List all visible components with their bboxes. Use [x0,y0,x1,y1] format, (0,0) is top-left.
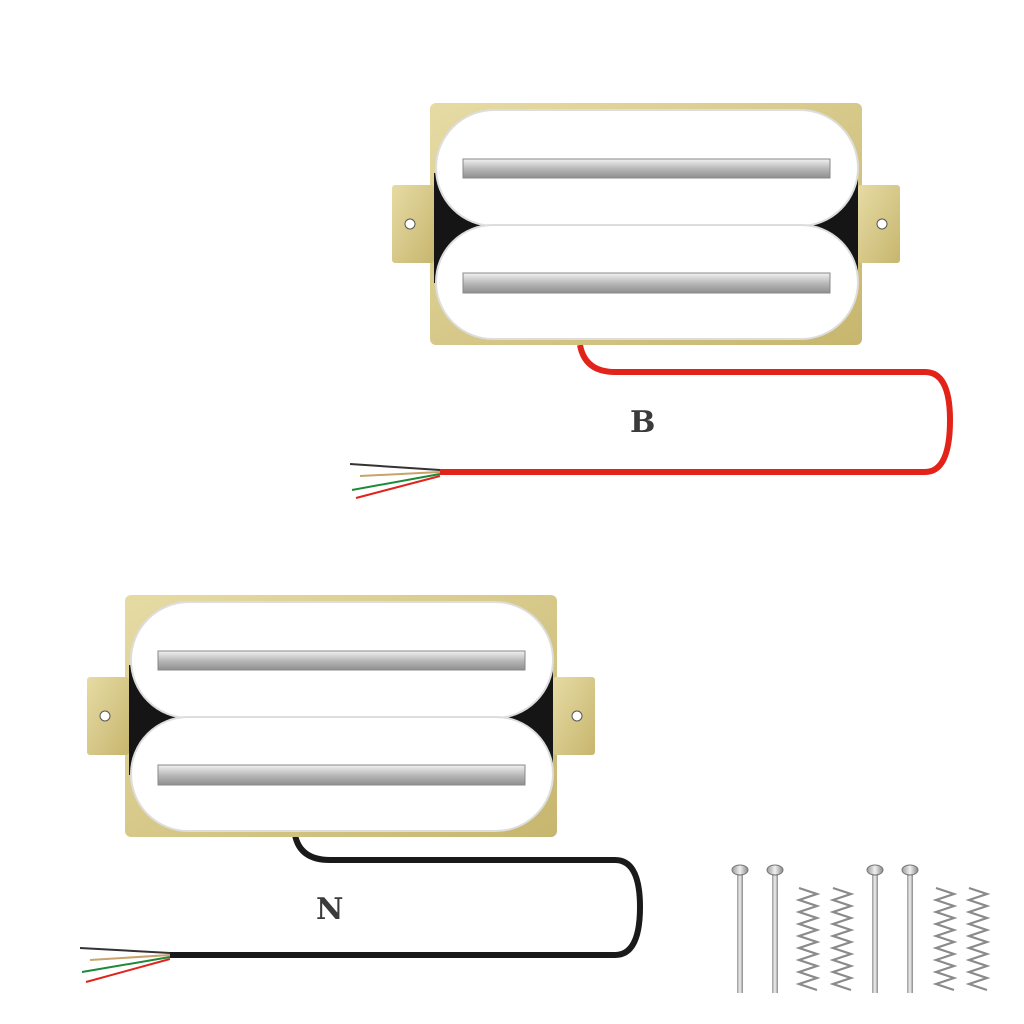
bridge-leads [349,463,441,499]
neck-label: N [316,892,344,927]
neck-wire [170,834,644,958]
bridge-pickup [349,102,954,499]
bridge-wire [440,344,954,475]
neck-leads [79,947,171,983]
neck-pickup [79,594,644,983]
bridge-label: B [630,405,656,440]
mounting-hardware [731,864,989,994]
